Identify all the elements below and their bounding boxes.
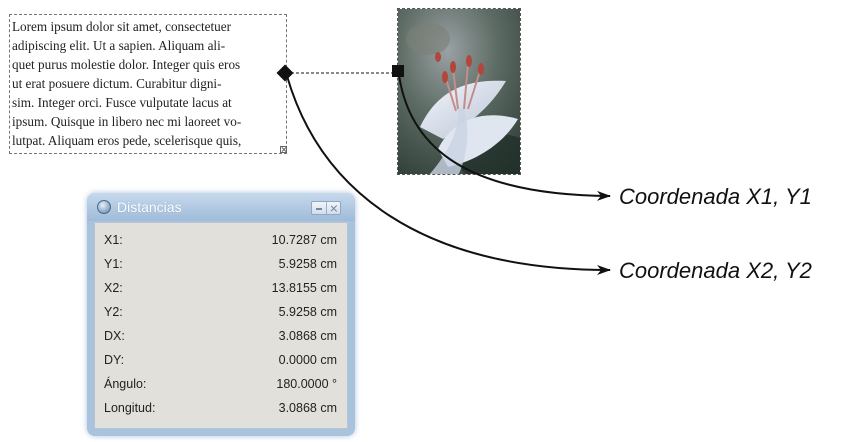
handle-x1-y1[interactable]: [392, 65, 404, 77]
dialog-title: Distancias: [117, 199, 182, 215]
row-label: DX:: [104, 329, 125, 343]
row-value: 3.0868 cm: [278, 401, 337, 415]
row-value: 13.8155 cm: [271, 281, 337, 295]
row-label: DY:: [104, 353, 125, 367]
row-value: 10.7287 cm: [271, 233, 337, 247]
row-value: 3.0868 cm: [278, 329, 337, 343]
row-dy: DY: 0.0000 cm: [104, 351, 337, 371]
row-label: X1:: [104, 233, 123, 247]
row-y2: Y2: 5.9258 cm: [104, 303, 337, 323]
flower-photo: [398, 9, 520, 174]
image-frame[interactable]: [397, 8, 521, 175]
row-value: 5.9258 cm: [278, 305, 337, 319]
callout-x1-y1: Coordenada X1, Y1: [619, 184, 812, 209]
lorem-text: Lorem ipsum dolor sit amet, consectetuer…: [12, 19, 242, 148]
arrow-x2-y2: [286, 75, 611, 275]
row-label: Ángulo:: [104, 377, 147, 391]
row-label: Y1:: [104, 257, 123, 271]
row-angle: Ángulo: 180.0000 °: [104, 375, 337, 395]
row-label: Y2:: [104, 305, 123, 319]
close-icon[interactable]: [327, 202, 341, 214]
minimize-icon[interactable]: [312, 202, 327, 214]
app-globe-icon: [97, 200, 111, 214]
row-value: 180.0000 °: [276, 377, 337, 391]
text-overflow-icon[interactable]: [280, 146, 287, 153]
distancias-dialog: Distancias X1: 10.7287 cm Y1: 5.9258 cm …: [87, 193, 355, 436]
row-length: Longitud: 3.0868 cm: [104, 399, 337, 419]
window-buttons: [311, 201, 341, 215]
row-dx: DX: 3.0868 cm: [104, 327, 337, 347]
row-value: 5.9258 cm: [278, 257, 337, 271]
dialog-body: X1: 10.7287 cm Y1: 5.9258 cm X2: 13.8155…: [94, 222, 348, 429]
text-frame[interactable]: Lorem ipsum dolor sit amet, consectetuer…: [9, 14, 287, 154]
row-x2: X2: 13.8155 cm: [104, 279, 337, 299]
row-value: 0.0000 cm: [278, 353, 337, 367]
row-label: Longitud:: [104, 401, 156, 415]
row-x1: X1: 10.7287 cm: [104, 231, 337, 251]
row-label: X2:: [104, 281, 123, 295]
callout-x2-y2: Coordenada X2, Y2: [619, 258, 812, 283]
row-y1: Y1: 5.9258 cm: [104, 255, 337, 275]
dialog-titlebar[interactable]: Distancias: [87, 193, 355, 221]
arrow-x1-y1: [398, 74, 611, 201]
